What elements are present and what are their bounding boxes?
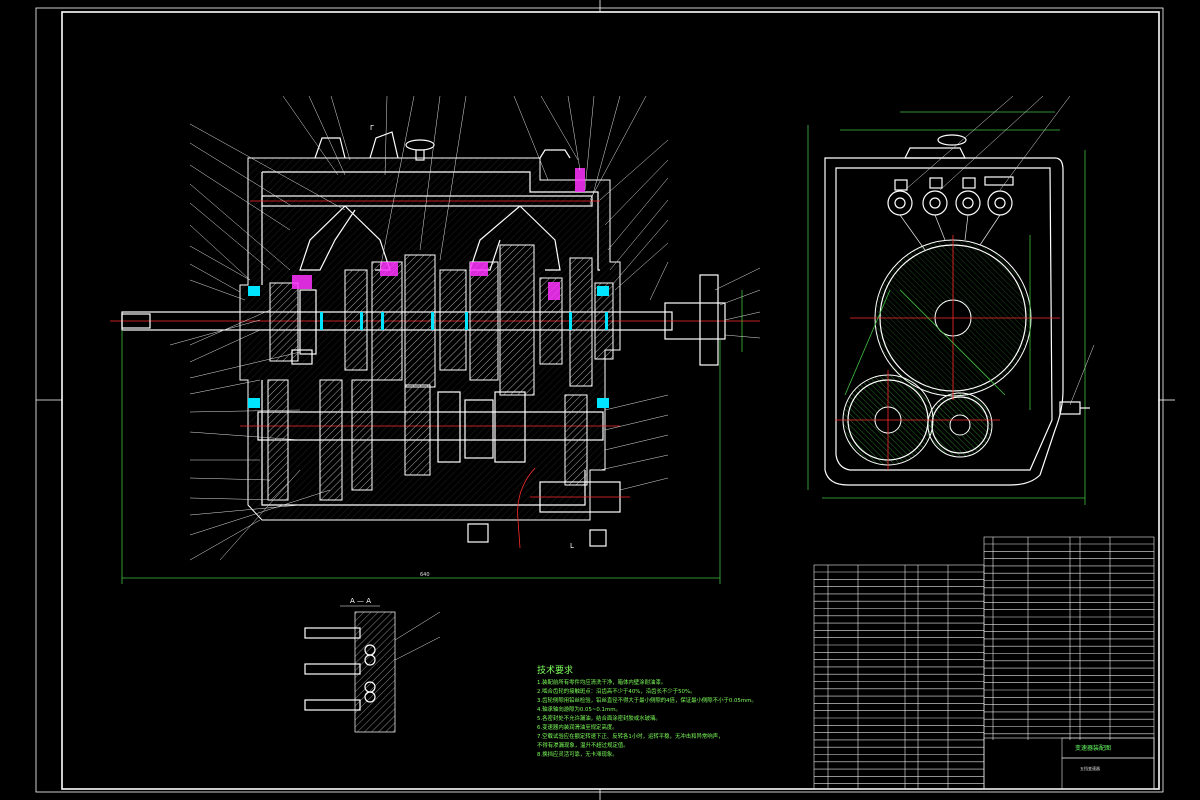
- org-name: 五挡变速器: [1080, 765, 1100, 771]
- part-callouts-left: [189, 123, 346, 561]
- title-block: 变速器装配图 五挡变速器: [983, 737, 1155, 790]
- note-line: 4.轴承轴向游隙为0.05~0.1mm。: [537, 705, 621, 713]
- part-callouts-right: [169, 139, 761, 491]
- main-section-view: 640: [110, 95, 761, 584]
- main-shaft-gears: [269, 244, 614, 396]
- drawing-frame: [35, 0, 1175, 800]
- notes-title: 技术要求: [537, 664, 573, 676]
- note-line: 2.啮合齿轮的接触斑点：沿齿高不少于40%，沿齿长不少于50%。: [537, 687, 695, 695]
- part-name: 变速器装配图: [1075, 744, 1111, 752]
- note-line: 3.齿轮侧隙用铅丝检验，铅丝直径不得大于最小侧隙的4倍，保证最小侧隙不小于0.0…: [537, 696, 757, 704]
- countershaft-gears: [267, 379, 588, 501]
- note-line: 1.装配前所有零件均应清洗干净，箱体内壁涂耐油漆。: [537, 678, 666, 686]
- svg-text:Γ: Γ: [370, 124, 374, 132]
- svg-text:L: L: [570, 542, 574, 550]
- shift-rods: [887, 176, 1014, 216]
- technical-notes: 技术要求 1.装配前所有零件均应清洗干净，箱体内壁涂耐油漆。 2.啮合齿轮的接触…: [537, 664, 757, 758]
- note-line: 8.换挡应灵活可靠，无卡滞现象。: [537, 750, 618, 758]
- section-a-a: A — A: [304, 597, 441, 733]
- svg-text:640: 640: [420, 572, 430, 578]
- section-label: A — A: [350, 597, 371, 605]
- note-line: 不得有渗漏现象，温升不超过规定值。: [537, 741, 629, 749]
- side-view: [807, 95, 1095, 505]
- note-line: 7.空载试验应在额定转速下正、反转各1小时，运转平稳，无冲击和异常响声，: [537, 732, 723, 740]
- note-line: 6.变速器内装润滑油至规定高度。: [537, 723, 618, 731]
- note-line: 5.各密封处不允许漏油，结合面涂密封胶或水玻璃。: [537, 714, 661, 722]
- part-callouts-top: [282, 95, 647, 271]
- synchronizers: [248, 168, 609, 408]
- parts-list-table: [813, 536, 1155, 790]
